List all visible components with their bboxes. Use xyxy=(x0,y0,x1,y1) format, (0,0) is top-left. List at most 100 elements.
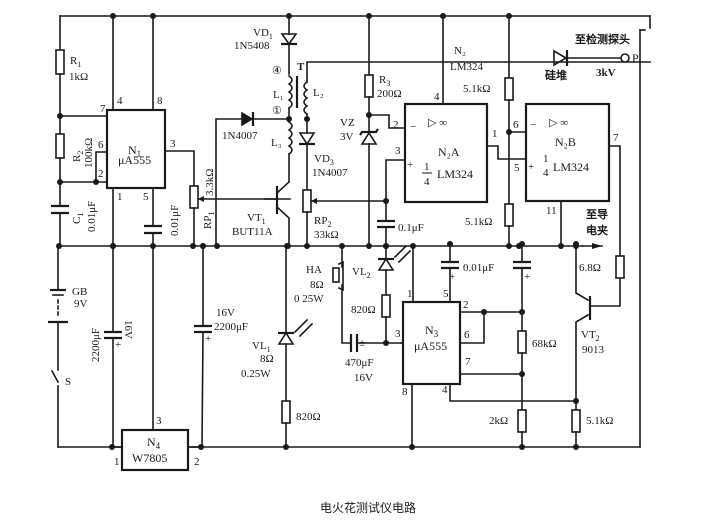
vd1-part: 1N5408 xyxy=(234,40,270,52)
vt1-part: BUT11A xyxy=(232,226,273,238)
n4-regulator: 3 1 2 N4 W7805 xyxy=(112,245,201,472)
n3-pin-4: 4 xyxy=(442,384,448,396)
rp2-potentiometer: RP2 33kΩ xyxy=(302,189,387,249)
probe-diode-label: 硅堆 xyxy=(545,68,567,82)
diode-1n4007: 1N4007 xyxy=(215,111,289,247)
r-68k-value: 68kΩ xyxy=(532,338,557,350)
c-2200uf-left: + 2200μF 16V xyxy=(90,243,134,450)
n3-name: N3 xyxy=(425,323,439,339)
l3-label: L₃ xyxy=(271,137,282,149)
n2a-symbol: ▷ ∞ xyxy=(428,117,447,129)
vt2-transistor: VT2 9013 xyxy=(573,241,621,411)
vt1-label: VT1 xyxy=(247,212,266,226)
c-2200uf-right-voltage: 16V xyxy=(216,307,235,319)
r2-value: 100kΩ xyxy=(83,138,95,168)
rp1-value: 3.3kΩ xyxy=(204,169,216,196)
vt1-transistor: VT1 BUT11A xyxy=(232,180,291,249)
c-470uf-value: 470μF xyxy=(345,357,374,369)
n1-chip: 7 4 8 6 2 3 1 5 N1 μA555 0.01μF xyxy=(98,13,181,249)
n1-part: μA555 xyxy=(118,153,151,167)
rp1-label: RP1 xyxy=(202,212,216,229)
r-2k: 2kΩ xyxy=(489,409,527,450)
vz-value: 3V xyxy=(340,131,354,143)
n2b-symbol: ▷ ∞ xyxy=(549,117,568,129)
c-470uf: ± 470μF 16V xyxy=(345,334,402,384)
vl1-label: VL1 xyxy=(252,340,271,354)
n2b-pin-5: 5 xyxy=(514,162,520,174)
n1-pin-8: 8 xyxy=(157,95,163,107)
r-5-1k-upper: 5.1kΩ xyxy=(463,13,528,213)
r-6-8: 6.8Ω xyxy=(579,255,625,279)
probe-diode: 硅堆 3kV 至检测探头 xyxy=(545,32,630,82)
probe-destination: 至检测探头 xyxy=(575,32,630,46)
r-820-upper-value: 820Ω xyxy=(351,304,376,316)
r1-label: R1 xyxy=(70,55,81,69)
n2b-name: N₂B xyxy=(555,135,576,149)
clip-label-line2: 电夹 xyxy=(586,223,608,237)
rp2-label: RP2 xyxy=(314,215,331,229)
c-2200uf-left-value: 2200μF xyxy=(90,328,102,362)
vz-zener: VZ 3V xyxy=(340,114,379,249)
bottom-rail xyxy=(57,29,646,448)
junction xyxy=(214,243,220,249)
r3-label: R3 xyxy=(379,74,390,88)
probe-terminal-label: P xyxy=(632,51,639,65)
c-0-01uf-n3: + 0.01μF xyxy=(441,241,494,303)
vl1-value: 8Ω xyxy=(260,353,274,365)
switch-s[interactable]: S xyxy=(50,369,71,448)
transformer-t: ④ T L₁ L₂ ① L₃ xyxy=(271,61,651,183)
n2a-name: N₂A xyxy=(438,145,460,159)
ha-label: HA xyxy=(306,264,322,276)
r-5-1k-lower: 5.1kΩ xyxy=(465,203,522,249)
r-2k-value: 2kΩ xyxy=(489,415,508,427)
n2b-frac-num: 1 xyxy=(543,153,549,165)
n2-label: N₂ xyxy=(454,45,466,57)
r-820-upper: 820Ω xyxy=(351,294,391,344)
vd3-diode: VD3 1N4007 xyxy=(298,118,348,191)
gb-value: 9V xyxy=(74,298,88,310)
r-5-1k-upper-value: 5.1kΩ xyxy=(463,83,490,95)
n2b-part: LM324 xyxy=(553,160,589,174)
n1-pin-7: 7 xyxy=(100,103,106,115)
c-2200uf-right: + 16V 2200μF xyxy=(194,243,248,450)
n3-chip: 1 5 2 6 3 7 8 4 N3 μA555 xyxy=(395,243,576,450)
n1-pin-2: 2 xyxy=(98,168,104,180)
n4-part: W7805 xyxy=(132,451,167,465)
n2a-pin-3: 3 xyxy=(395,145,401,157)
switch-label: S xyxy=(65,376,71,388)
n1-pin-1: 1 xyxy=(117,191,123,203)
ha-speaker[interactable]: HA 8Ω 0 25W xyxy=(294,243,351,344)
n2b-pin-7: 7 xyxy=(613,132,619,144)
r-68k: 68kΩ xyxy=(517,330,557,411)
wire-pin6-pin2 xyxy=(95,151,108,183)
vl2-led: VL2 xyxy=(352,243,412,296)
diode-1n4007-label: 1N4007 xyxy=(222,130,258,142)
t-label: T xyxy=(297,61,305,73)
vd1-label: VD1 xyxy=(253,27,273,41)
c1-value: 0.01μF xyxy=(86,201,98,232)
probe-terminal[interactable] xyxy=(620,53,630,63)
ha-value: 8Ω xyxy=(310,279,324,291)
n2b-noninverting: + xyxy=(528,161,534,173)
n3-pin-5: 5 xyxy=(443,288,449,300)
n1-pin-6: 6 xyxy=(98,139,104,151)
c-0-01uf-n3-value: 0.01μF xyxy=(463,262,494,274)
n2a-frac-num: 1 xyxy=(424,161,430,173)
n4-pin-2: 2 xyxy=(194,456,200,468)
n2b-opamp: 6 5 7 11 − + ▷ ∞ N₂B 1 4 LM324 xyxy=(513,102,621,257)
top-rail xyxy=(59,15,651,29)
n4-pin-1: 1 xyxy=(114,456,120,468)
r-6-8-value: 6.8Ω xyxy=(579,262,601,274)
r-5-1k-vt2: 5.1kΩ xyxy=(571,409,613,450)
n2a-pin-1: 1 xyxy=(492,128,498,140)
c-n1-5-value: 0.01μF xyxy=(169,205,181,236)
vl1-led: VL1 8Ω 0.25W xyxy=(241,243,314,402)
n2b-pin-11: 11 xyxy=(546,205,557,217)
vd1-diode: VD1 1N5408 xyxy=(234,13,298,75)
plus-mark: + xyxy=(524,271,530,283)
plus-mark: + xyxy=(115,339,121,351)
n2a-part: LM324 xyxy=(437,167,473,181)
r3-resistor: R3 200Ω xyxy=(364,13,409,129)
n3-pin-2: 2 xyxy=(463,299,469,311)
